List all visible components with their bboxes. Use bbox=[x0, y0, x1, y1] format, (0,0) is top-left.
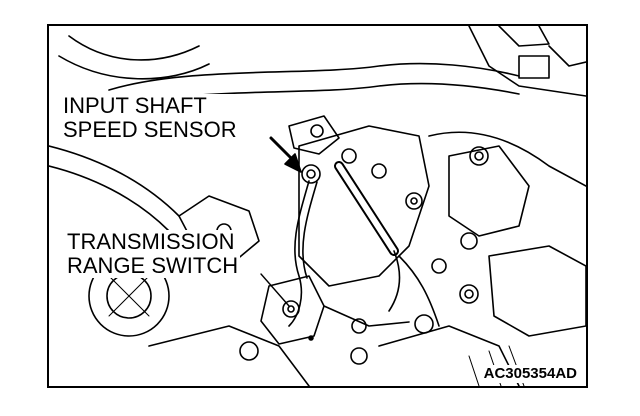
left-hose-c bbox=[68, 35, 200, 61]
central-body bbox=[298, 125, 430, 287]
diagram-frame: INPUT SHAFT SPEED SENSOR TRANSMISSION RA… bbox=[47, 24, 588, 388]
lever-end bbox=[414, 314, 434, 334]
top-right-box-b bbox=[548, 45, 586, 67]
center-bolt-a bbox=[341, 148, 357, 164]
right-bracket bbox=[448, 145, 530, 237]
range-switch-leader-dot bbox=[308, 335, 314, 341]
transmission-range-switch-label: TRANSMISSION RANGE SWITCH bbox=[65, 229, 241, 278]
range-switch-bolt bbox=[282, 300, 300, 318]
left-hose-a bbox=[49, 145, 180, 217]
left-drum-spokes bbox=[108, 275, 150, 317]
right-bolt-b bbox=[460, 232, 478, 250]
right-housing-lower bbox=[428, 131, 586, 187]
speed-sensor-inner bbox=[306, 169, 316, 179]
range-switch-leader bbox=[260, 273, 290, 307]
lower-housing bbox=[148, 325, 310, 386]
left-hose-d bbox=[58, 55, 210, 80]
input-shaft-speed-sensor-label: INPUT SHAFT SPEED SENSOR bbox=[61, 94, 239, 142]
lever-pivot bbox=[351, 318, 367, 334]
right-bolt-c bbox=[459, 284, 479, 304]
upper-hose bbox=[108, 62, 520, 91]
sensor-bracket bbox=[288, 115, 340, 155]
top-right-box-a bbox=[498, 26, 550, 47]
figure-code: AC305354AD bbox=[480, 365, 580, 383]
coiled-cable-core bbox=[336, 163, 397, 254]
range-switch-label-line2: RANGE SWITCH bbox=[67, 253, 239, 278]
center-bolt-b bbox=[371, 163, 387, 179]
sensor-harness-edge bbox=[302, 181, 318, 279]
center-bolt-c bbox=[405, 192, 423, 210]
left-hose-b bbox=[49, 165, 170, 232]
right-bolt-c-inner bbox=[464, 289, 474, 299]
range-switch-body bbox=[260, 275, 325, 345]
right-housing bbox=[468, 26, 586, 97]
sensor-bracket-bolt bbox=[310, 124, 324, 138]
engine-line-drawing bbox=[49, 26, 586, 386]
right-bolt-a bbox=[469, 146, 489, 166]
lower-bolt-b bbox=[350, 347, 368, 365]
center-bolt-d bbox=[431, 258, 447, 274]
right-block bbox=[488, 245, 586, 337]
shift-cable bbox=[398, 255, 440, 327]
input-shaft-label-line2: SPEED SENSOR bbox=[63, 117, 237, 142]
input-shaft-label-line1: INPUT SHAFT bbox=[63, 93, 207, 118]
range-switch-bolt-inner bbox=[287, 305, 295, 313]
range-switch-lever bbox=[323, 305, 410, 327]
top-right-plate bbox=[518, 55, 550, 79]
lower-bolt-a bbox=[239, 341, 259, 361]
range-switch-label-line1: TRANSMISSION bbox=[67, 229, 235, 254]
center-bolt-c-inner bbox=[410, 197, 418, 205]
speed-sensor-arrowhead bbox=[284, 153, 302, 173]
speed-sensor bbox=[301, 164, 321, 184]
cable-to-switch bbox=[388, 250, 401, 312]
right-bolt-a-inner bbox=[474, 151, 484, 161]
